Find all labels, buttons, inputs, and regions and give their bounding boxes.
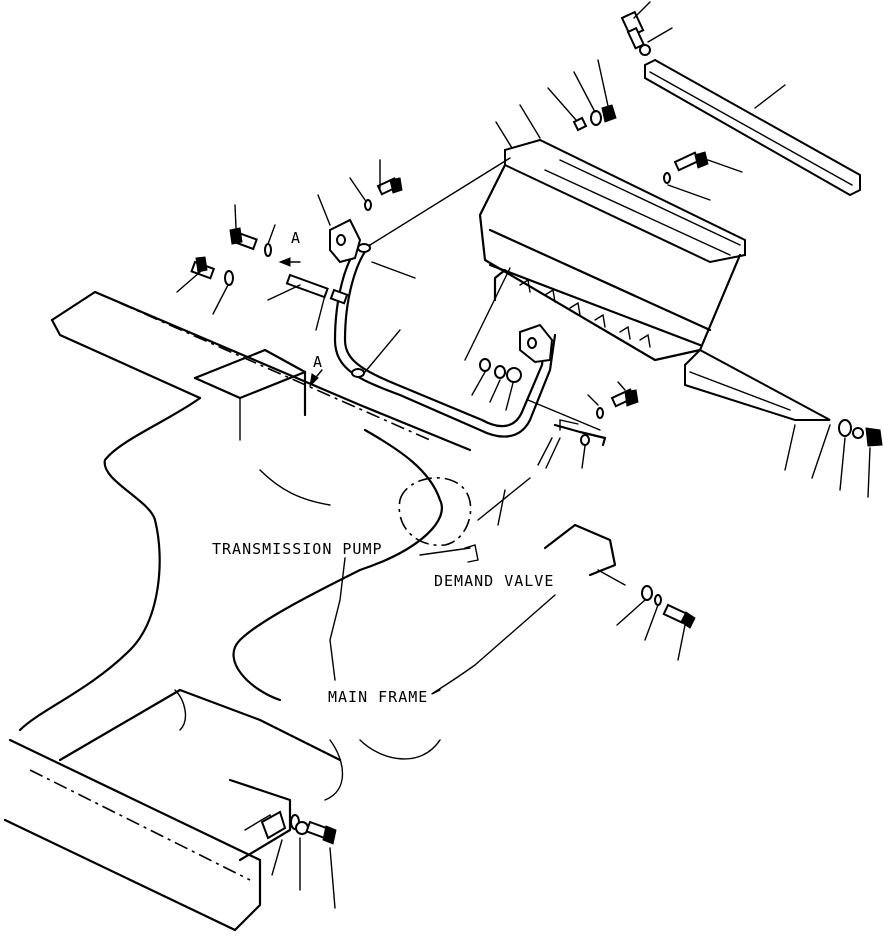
demand-valve-label: DEMAND VALVE bbox=[434, 572, 554, 590]
tube-bracket-center bbox=[464, 267, 554, 411]
cooler-tabs bbox=[519, 278, 651, 348]
view-marker-a-upper: A bbox=[291, 229, 300, 247]
transmission-pump-label: TRANSMISSION PUMP bbox=[212, 540, 383, 558]
oil-tubes bbox=[333, 157, 557, 438]
lower-cover-strip bbox=[684, 348, 883, 498]
main-frame-label: MAIN FRAME bbox=[328, 688, 428, 706]
cooler-fasteners bbox=[495, 59, 743, 201]
transmission-pump bbox=[398, 477, 479, 563]
leader-lines bbox=[329, 547, 556, 695]
upper-cover-strip bbox=[620, 1, 861, 197]
frame-bottom-fasteners bbox=[260, 810, 337, 909]
tube-clamp bbox=[477, 381, 639, 526]
demand-valve bbox=[543, 523, 696, 661]
tube-bracket-upper bbox=[176, 159, 416, 388]
cooler-assembly bbox=[478, 138, 746, 362]
view-marker-a-lower: A bbox=[313, 353, 322, 371]
main-frame bbox=[3, 290, 472, 932]
